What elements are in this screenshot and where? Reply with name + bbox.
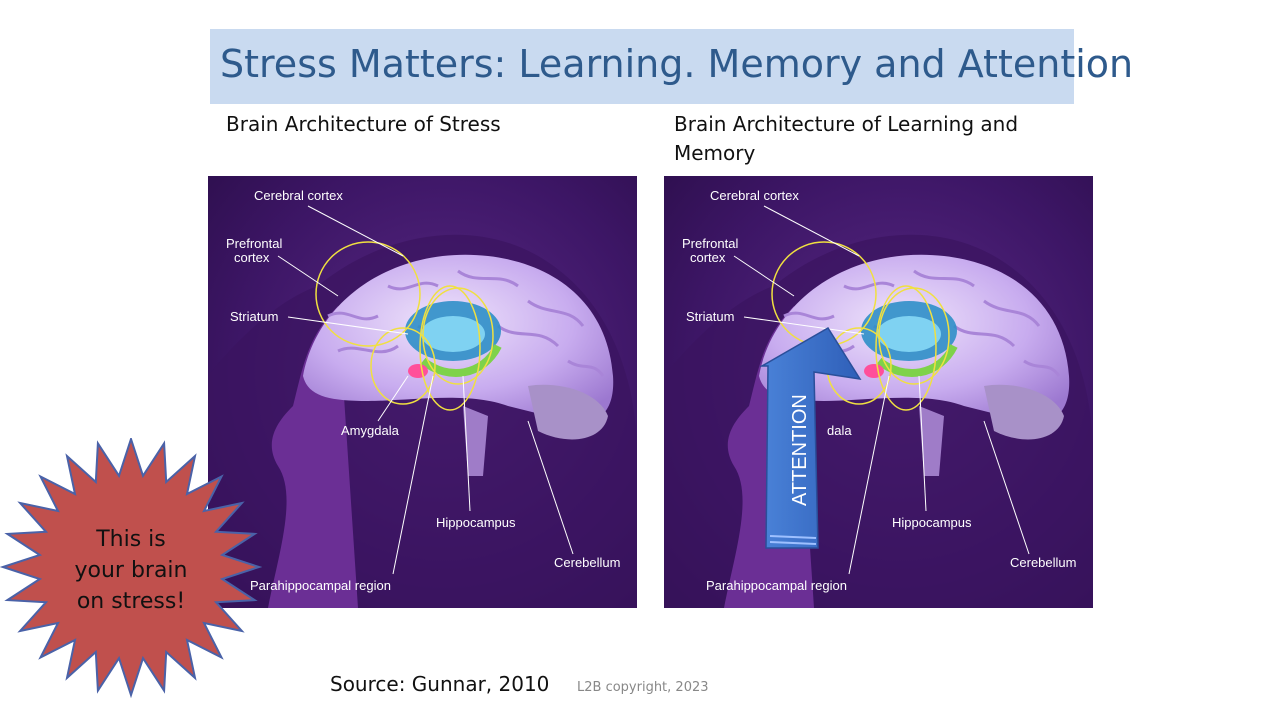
source-citation: Source: Gunnar, 2010 — [330, 672, 550, 696]
label-parahippocampal: Parahippocampal region — [250, 578, 391, 593]
label-striatum: Striatum — [686, 309, 734, 324]
stress-starburst — [0, 438, 262, 699]
starburst-line2: your brain — [74, 558, 188, 583]
right-heading-line1: Brain Architecture of Learning and — [674, 112, 1019, 136]
label-cerebellum: Cerebellum — [1010, 555, 1076, 570]
label-parahippocampal: Parahippocampal region — [706, 578, 847, 593]
starburst-line3: on stress! — [76, 589, 186, 614]
left-heading: Brain Architecture of Stress — [226, 112, 501, 136]
brain-illustration-learning: Cerebral cortex Prefrontal cortex Striat… — [664, 176, 1093, 608]
label-prefrontal-1: Prefrontal — [682, 236, 738, 251]
brain-illustration-stress: Cerebral cortex Prefrontal cortex Striat… — [208, 176, 637, 608]
label-cerebellum: Cerebellum — [554, 555, 620, 570]
label-prefrontal-2: cortex — [690, 250, 726, 265]
label-amygdala: Amygdala — [341, 423, 400, 438]
starburst-line1: This is — [96, 527, 166, 552]
slide-title: Stress Matters: Learning. Memory and Att… — [220, 42, 1134, 86]
label-hippocampus: Hippocampus — [436, 515, 516, 530]
label-prefrontal-1: Prefrontal — [226, 236, 282, 251]
title-bar: Stress Matters: Learning. Memory and Att… — [210, 29, 1133, 104]
label-striatum: Striatum — [230, 309, 278, 324]
label-hippocampus: Hippocampus — [892, 515, 972, 530]
label-amygdala-partial: dala — [827, 423, 852, 438]
starburst-text: This is your brain on stress! — [66, 524, 196, 617]
label-prefrontal-2: cortex — [234, 250, 270, 265]
label-cerebral-cortex: Cerebral cortex — [710, 188, 799, 203]
right-heading-line2: Memory — [674, 141, 756, 165]
label-cerebral-cortex: Cerebral cortex — [254, 188, 343, 203]
right-heading: Brain Architecture of Learning and Memor… — [674, 110, 1018, 168]
copyright-notice: L2B copyright, 2023 — [577, 680, 709, 695]
attention-arrow: ATTENTION — [759, 326, 862, 549]
attention-label: ATTENTION — [789, 394, 811, 506]
